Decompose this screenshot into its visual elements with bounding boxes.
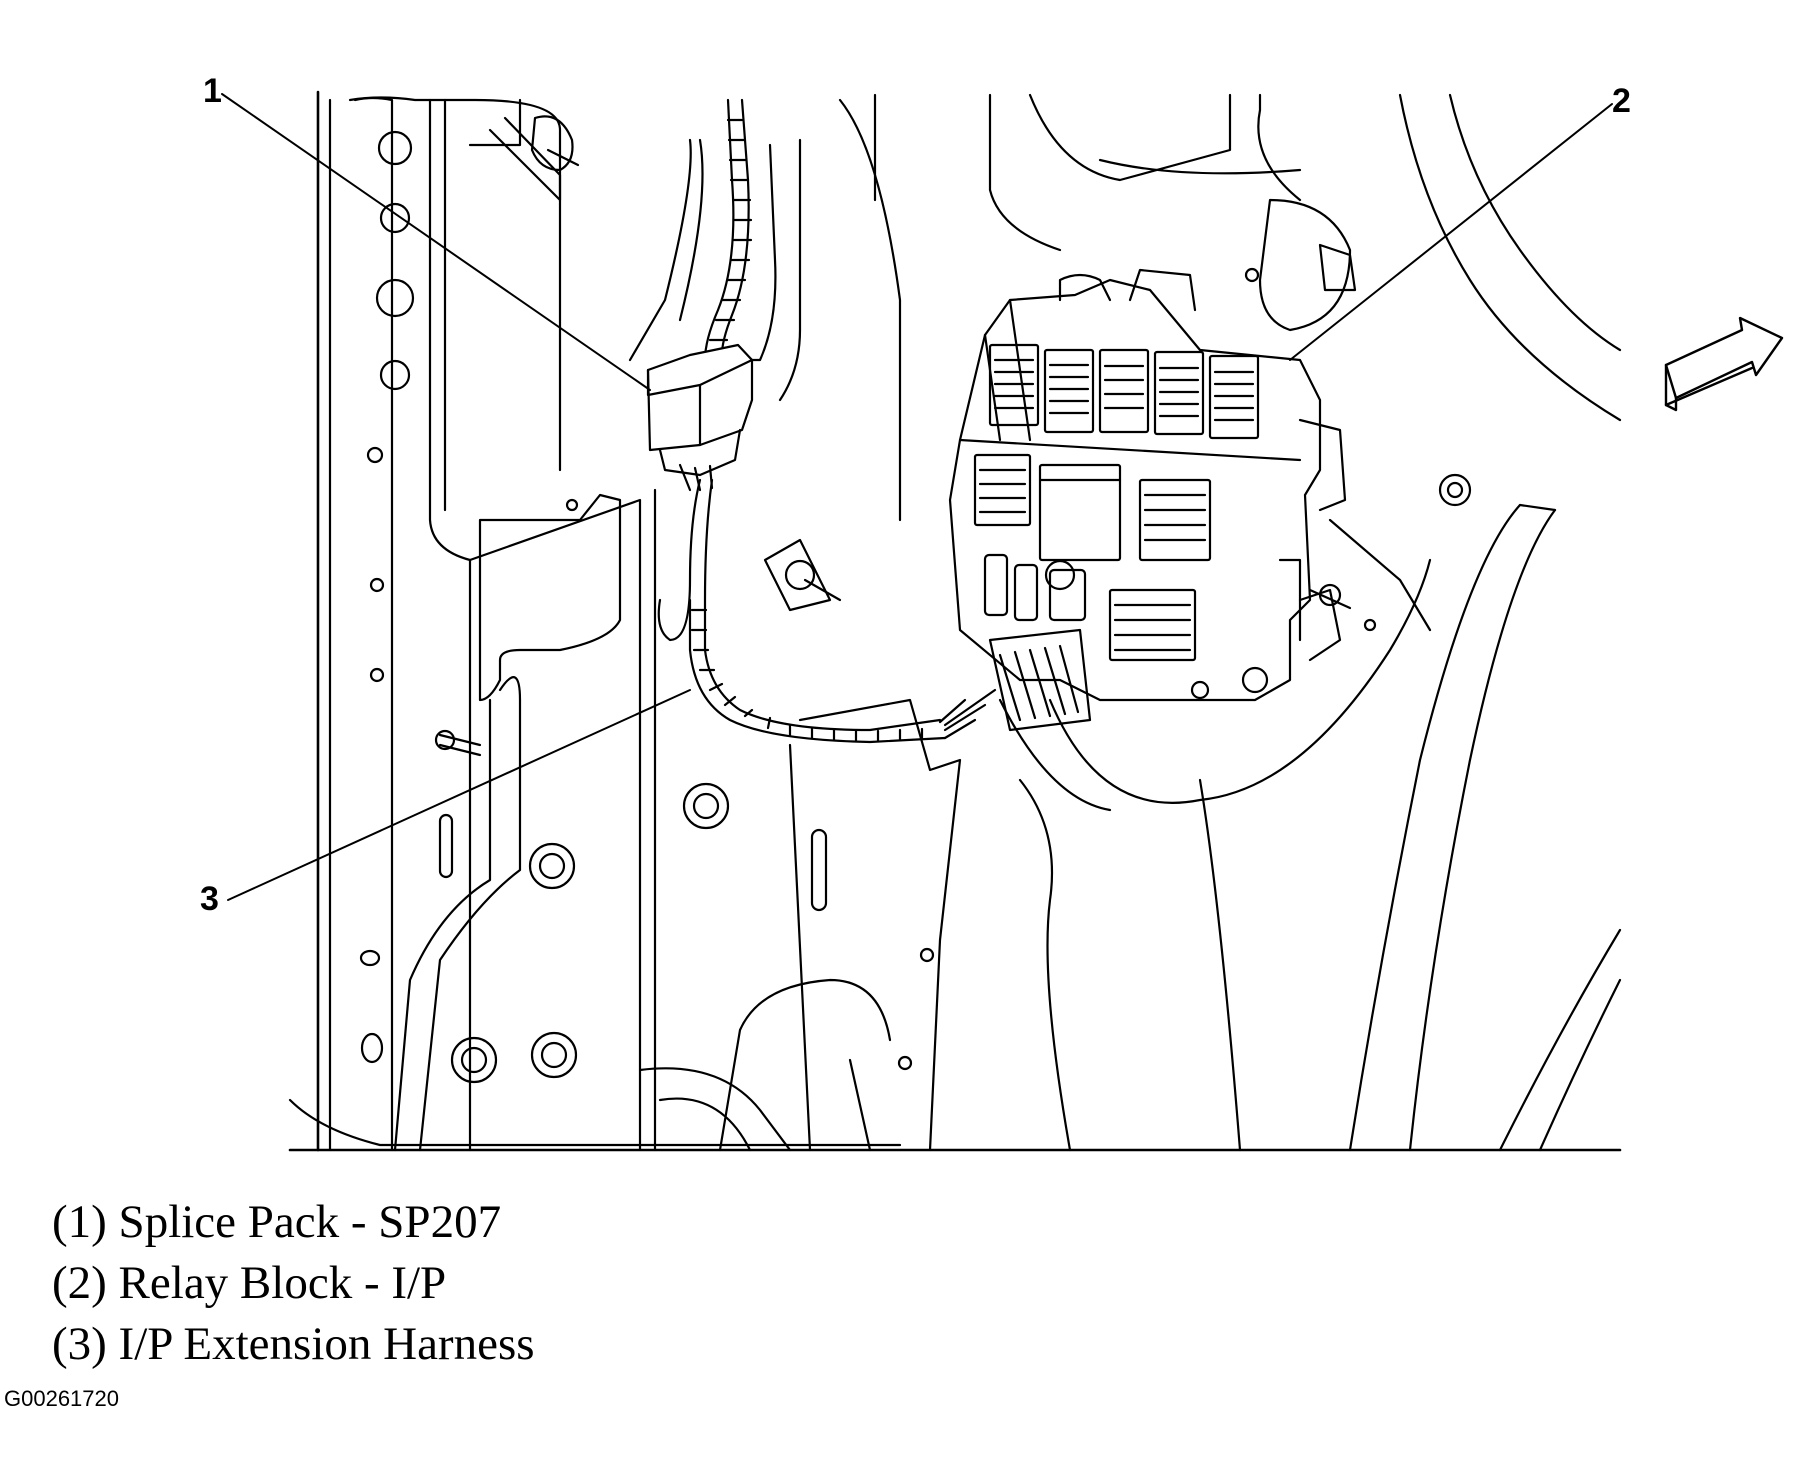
door-pillar-structure: [288, 90, 1622, 1152]
body-panel-right: [988, 93, 1622, 1152]
relay-block-connector: [988, 628, 1092, 732]
center-bracket: [628, 93, 962, 1152]
callout-1-label: 1: [203, 72, 222, 110]
relay-block: [948, 268, 1347, 732]
legend-item-1: (1) Splice Pack - SP207: [52, 1196, 502, 1248]
direction-arrow-icon: [1664, 316, 1784, 412]
callout-3-label: 3: [200, 880, 219, 918]
legend-item-3: (3) I/P Extension Harness: [52, 1318, 535, 1370]
legend-item-2: (2) Relay Block - I/P: [52, 1257, 447, 1309]
relay-bays-middle: [973, 453, 1302, 700]
legend: (1) Splice Pack - SP207 (2) Relay Block …: [52, 1192, 535, 1375]
harness-conduit: [657, 98, 997, 744]
figure-id: G00261720: [4, 1386, 119, 1411]
relay-bays-top: [988, 343, 1260, 440]
splice-pack: [646, 343, 754, 492]
callout-2-label: 2: [1612, 82, 1631, 120]
callout-leaders: [221, 93, 1613, 901]
